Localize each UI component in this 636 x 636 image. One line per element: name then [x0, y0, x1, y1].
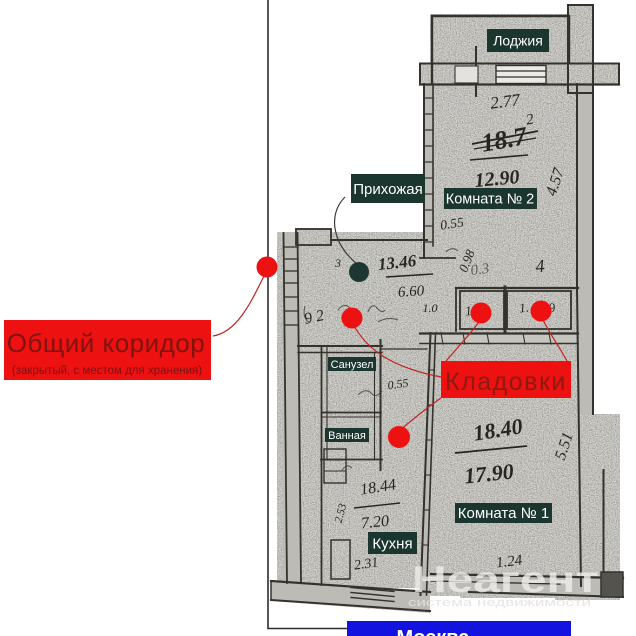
svg-text:Комната № 1: Комната № 1 — [458, 505, 550, 522]
svg-text:(закрытый, с местом для хранен: (закрытый, с местом для хранения) — [12, 365, 202, 377]
svg-text:система недвижимости: система недвижимости — [408, 597, 591, 609]
svg-text:Прихожая: Прихожая — [353, 181, 423, 198]
svg-text:3: 3 — [334, 256, 341, 270]
svg-text:6.60: 6.60 — [397, 283, 425, 301]
svg-text:7.20: 7.20 — [360, 513, 390, 533]
svg-text:1.0: 1.0 — [423, 301, 438, 315]
svg-text:1.: 1. — [464, 303, 475, 319]
svg-text:Кухня: Кухня — [372, 536, 412, 553]
svg-text:17.90: 17.90 — [463, 458, 515, 488]
svg-text:4: 4 — [535, 256, 546, 277]
svg-text:Санузел: Санузел — [331, 359, 374, 371]
svg-text:2: 2 — [525, 111, 536, 128]
svg-text:9: 9 — [548, 300, 557, 316]
svg-text:Ванная: Ванная — [328, 430, 366, 442]
svg-text:1.24: 1.24 — [495, 552, 524, 571]
svg-text:0.3: 0.3 — [470, 261, 491, 279]
svg-text:2.77: 2.77 — [489, 90, 522, 113]
svg-text:13.46: 13.46 — [377, 251, 418, 274]
svg-text:Общий коридор: Общий коридор — [7, 328, 205, 358]
svg-text:9 2: 9 2 — [303, 307, 326, 328]
svg-text:Москва: Москва — [397, 627, 471, 636]
svg-text:18.44: 18.44 — [359, 476, 397, 498]
svg-text:0.55: 0.55 — [387, 376, 410, 393]
svg-text:Кладовки: Кладовки — [445, 368, 567, 396]
svg-text:2.53: 2.53 — [333, 502, 350, 524]
svg-text:2.31: 2.31 — [353, 555, 379, 573]
svg-text:Лоджия: Лоджия — [493, 33, 543, 49]
svg-text:1.: 1. — [518, 300, 529, 316]
svg-text:0.55: 0.55 — [439, 214, 465, 232]
svg-text:Неагент: Неагент — [412, 559, 599, 600]
svg-text:12.90: 12.90 — [474, 166, 521, 192]
svg-text:Комната № 2: Комната № 2 — [446, 192, 534, 208]
